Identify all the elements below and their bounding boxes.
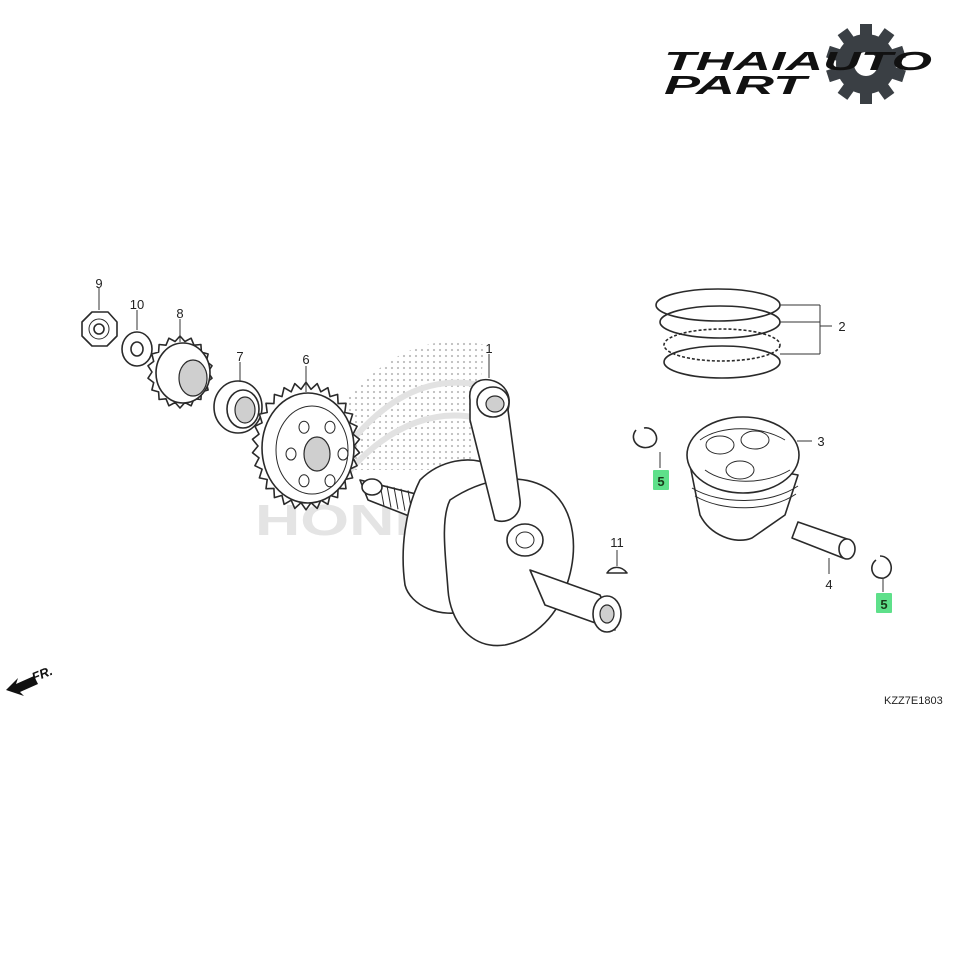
- highlight-box-5-right: [876, 593, 892, 613]
- piston-pin-icon: [791, 521, 856, 560]
- part-label-6: 6: [302, 352, 309, 367]
- drive-sprocket-gear-icon: [147, 335, 213, 409]
- part-label-11: 11: [610, 535, 624, 550]
- logo-line1: THAIAUTO: [664, 46, 932, 76]
- part-label-5-right: 5: [880, 597, 887, 612]
- arrow-left-down-icon: [6, 676, 38, 696]
- part-label-3: 3: [817, 434, 824, 449]
- pin-clip-icon: [632, 427, 892, 579]
- part-label-7: 7: [236, 349, 243, 364]
- piston-icon: [686, 416, 800, 542]
- part-label-4: 4: [825, 577, 832, 592]
- part-label-9: 9: [95, 276, 102, 291]
- part-label-2: 2: [838, 319, 845, 334]
- leader-lines: [98, 288, 884, 592]
- piston-ring-set-icon: [655, 288, 781, 379]
- part-label-8: 8: [176, 306, 183, 321]
- part-label-10: 10: [130, 297, 144, 312]
- washer-icon: [121, 331, 153, 367]
- needle-bearing-icon: [213, 380, 263, 434]
- logo-line2: PART: [664, 70, 810, 100]
- part-label-5-left: 5: [657, 474, 664, 489]
- lock-nut-icon: [81, 311, 118, 347]
- part-label-1: 1: [485, 341, 492, 356]
- primary-drive-gear-icon: [251, 381, 361, 511]
- brand-logo: THAIAUTO PART: [664, 24, 932, 104]
- connecting-rod-crankshaft-icon: [359, 378, 622, 647]
- woodruff-key-icon: [606, 566, 628, 574]
- gear-icon: [826, 24, 906, 104]
- highlight-box-5-left: [653, 470, 669, 490]
- diagram-code: KZZ7E1803: [884, 695, 943, 707]
- direction-label: FR.: [30, 663, 55, 685]
- direction-indicator: FR.: [6, 663, 55, 696]
